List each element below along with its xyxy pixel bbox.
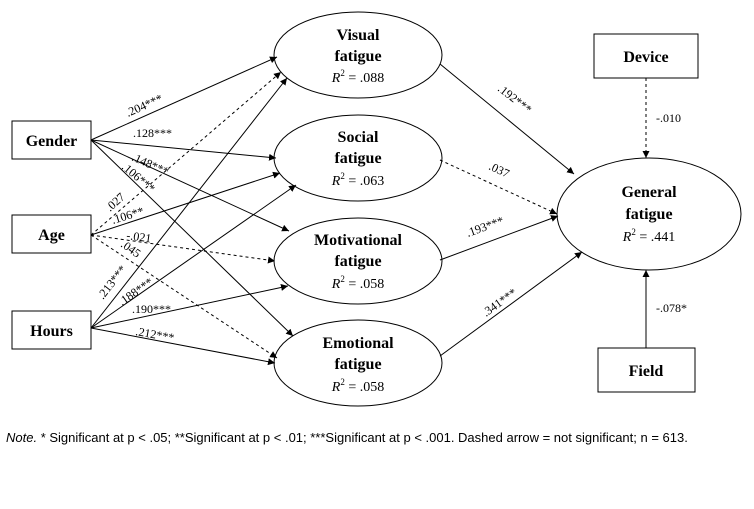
general-fatigue-r2: R2 = .441 (622, 227, 675, 245)
visual-fatigue-subtitle: fatigue (334, 48, 381, 65)
emotional-fatigue-title: Emotional (322, 335, 394, 352)
coef-age-motivational: -.021 (126, 228, 153, 245)
visual-fatigue-r2: R2 = .088 (331, 68, 384, 86)
general-fatigue-subtitle: fatigue (625, 206, 672, 223)
coef-hours-motivational: .190*** (132, 302, 171, 316)
field-label: Field (629, 363, 664, 380)
motivational-fatigue-node: Motivational fatigue R2 = .058 (273, 217, 443, 305)
arrow-hours-visual (90, 77, 288, 329)
arrow-emotional-general (439, 251, 583, 357)
coef-field-general: -.078* (656, 301, 687, 315)
age-label: Age (38, 227, 65, 244)
gender-label: Gender (26, 133, 78, 150)
arrow-hours-social (90, 184, 297, 329)
device-label: Device (623, 49, 668, 66)
emotional-fatigue-node: Emotional fatigue R2 = .058 (273, 319, 443, 407)
emotional-fatigue-subtitle: fatigue (334, 356, 381, 373)
coef-device-general: -.010 (656, 111, 681, 125)
social-fatigue-r2: R2 = .063 (331, 171, 384, 189)
arrow-gender-visual (90, 56, 278, 141)
coef-gender-social: .128*** (133, 126, 172, 140)
coef-social-general: .037 (487, 159, 512, 181)
note-label: Note. (6, 430, 38, 445)
social-fatigue-title: Social (338, 129, 379, 146)
gender-box: Gender (11, 120, 92, 160)
arrow-age-emotional (90, 234, 278, 359)
device-box: Device (593, 33, 699, 79)
coef-visual-general: .192*** (495, 81, 534, 116)
coef-hours-emotional: .212*** (134, 324, 175, 345)
hours-label: Hours (30, 323, 73, 340)
visual-fatigue-title: Visual (337, 27, 381, 44)
arrow-motivational-general (439, 215, 559, 261)
visual-fatigue-node: Visual fatigue R2 = .088 (273, 11, 443, 99)
field-box: Field (597, 347, 696, 393)
hours-box: Hours (11, 310, 92, 350)
arrow-gender-motivational (90, 139, 290, 232)
coef-motivational-general: .193*** (464, 213, 505, 239)
arrow-gender-emotional (90, 139, 294, 337)
social-fatigue-subtitle: fatigue (334, 150, 381, 167)
figure-note: Note. * Significant at p < .05; **Signif… (6, 428, 750, 447)
general-fatigue-title: General (621, 184, 677, 201)
motivational-fatigue-title: Motivational (314, 232, 403, 249)
arrow-age-motivational (90, 234, 276, 264)
coef-gender-visual: .204*** (124, 91, 165, 120)
age-box: Age (11, 214, 92, 254)
general-fatigue-node: General fatigue R2 = .441 (556, 157, 742, 271)
social-fatigue-node: Social fatigue R2 = .063 (273, 114, 443, 202)
arrow-age-social (90, 171, 281, 236)
motivational-fatigue-subtitle: fatigue (334, 253, 381, 270)
arrow-visual-general (439, 63, 575, 175)
arrow-gender-social (90, 139, 277, 161)
path-diagram: Gender Age Hours Device Field Visual fat… (11, 11, 742, 407)
arrow-hours-motivational (90, 284, 289, 329)
emotional-fatigue-r2: R2 = .058 (331, 377, 384, 395)
arrow-hours-emotional (90, 327, 276, 366)
note-text: * Significant at p < .05; **Significant … (37, 430, 688, 445)
motivational-fatigue-r2: R2 = .058 (331, 274, 384, 292)
